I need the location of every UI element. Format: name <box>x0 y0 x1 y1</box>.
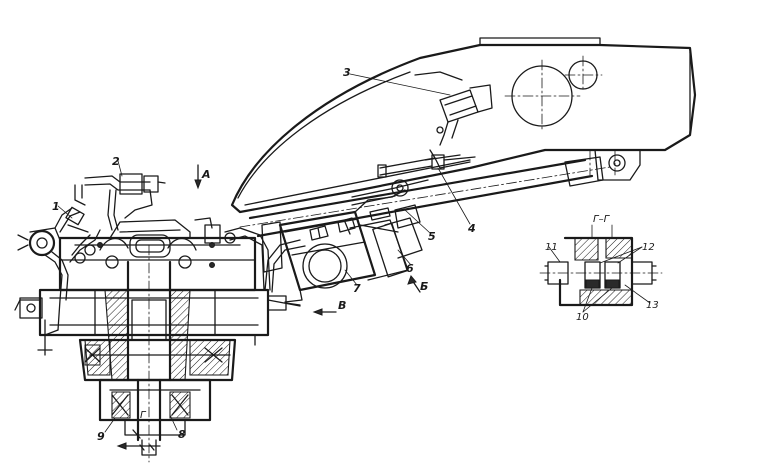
callout-5: 5 <box>428 230 436 243</box>
callout-13: 13 <box>646 300 659 311</box>
callout-10: 10 <box>576 312 589 323</box>
actuator-rod <box>239 156 611 238</box>
upper-valve-group <box>377 84 493 178</box>
callout-9: 9 <box>97 430 105 443</box>
callout-8: 8 <box>178 428 186 441</box>
callout-7: 7 <box>353 282 361 295</box>
callout-6: 6 <box>406 262 414 275</box>
view-label-a: А <box>201 168 211 181</box>
callout-4: 4 <box>467 222 476 235</box>
housing-contour <box>230 37 697 214</box>
callout-2: 2 <box>112 155 120 168</box>
leader-lines <box>57 73 651 433</box>
view-arrows <box>116 164 421 450</box>
callout-1: 1 <box>52 200 60 213</box>
view-label-b: Б <box>420 280 428 293</box>
section-title: Г–Г <box>593 214 611 225</box>
section-mark-g: Г <box>140 410 147 421</box>
callout-3: 3 <box>343 66 351 79</box>
gearbox-assembly <box>38 217 270 463</box>
callout-11: 11 <box>545 242 558 253</box>
callout-12: 12 <box>642 242 655 253</box>
view-label-v: В <box>338 299 346 312</box>
cylinder-group <box>261 179 429 303</box>
section-view <box>539 224 663 307</box>
